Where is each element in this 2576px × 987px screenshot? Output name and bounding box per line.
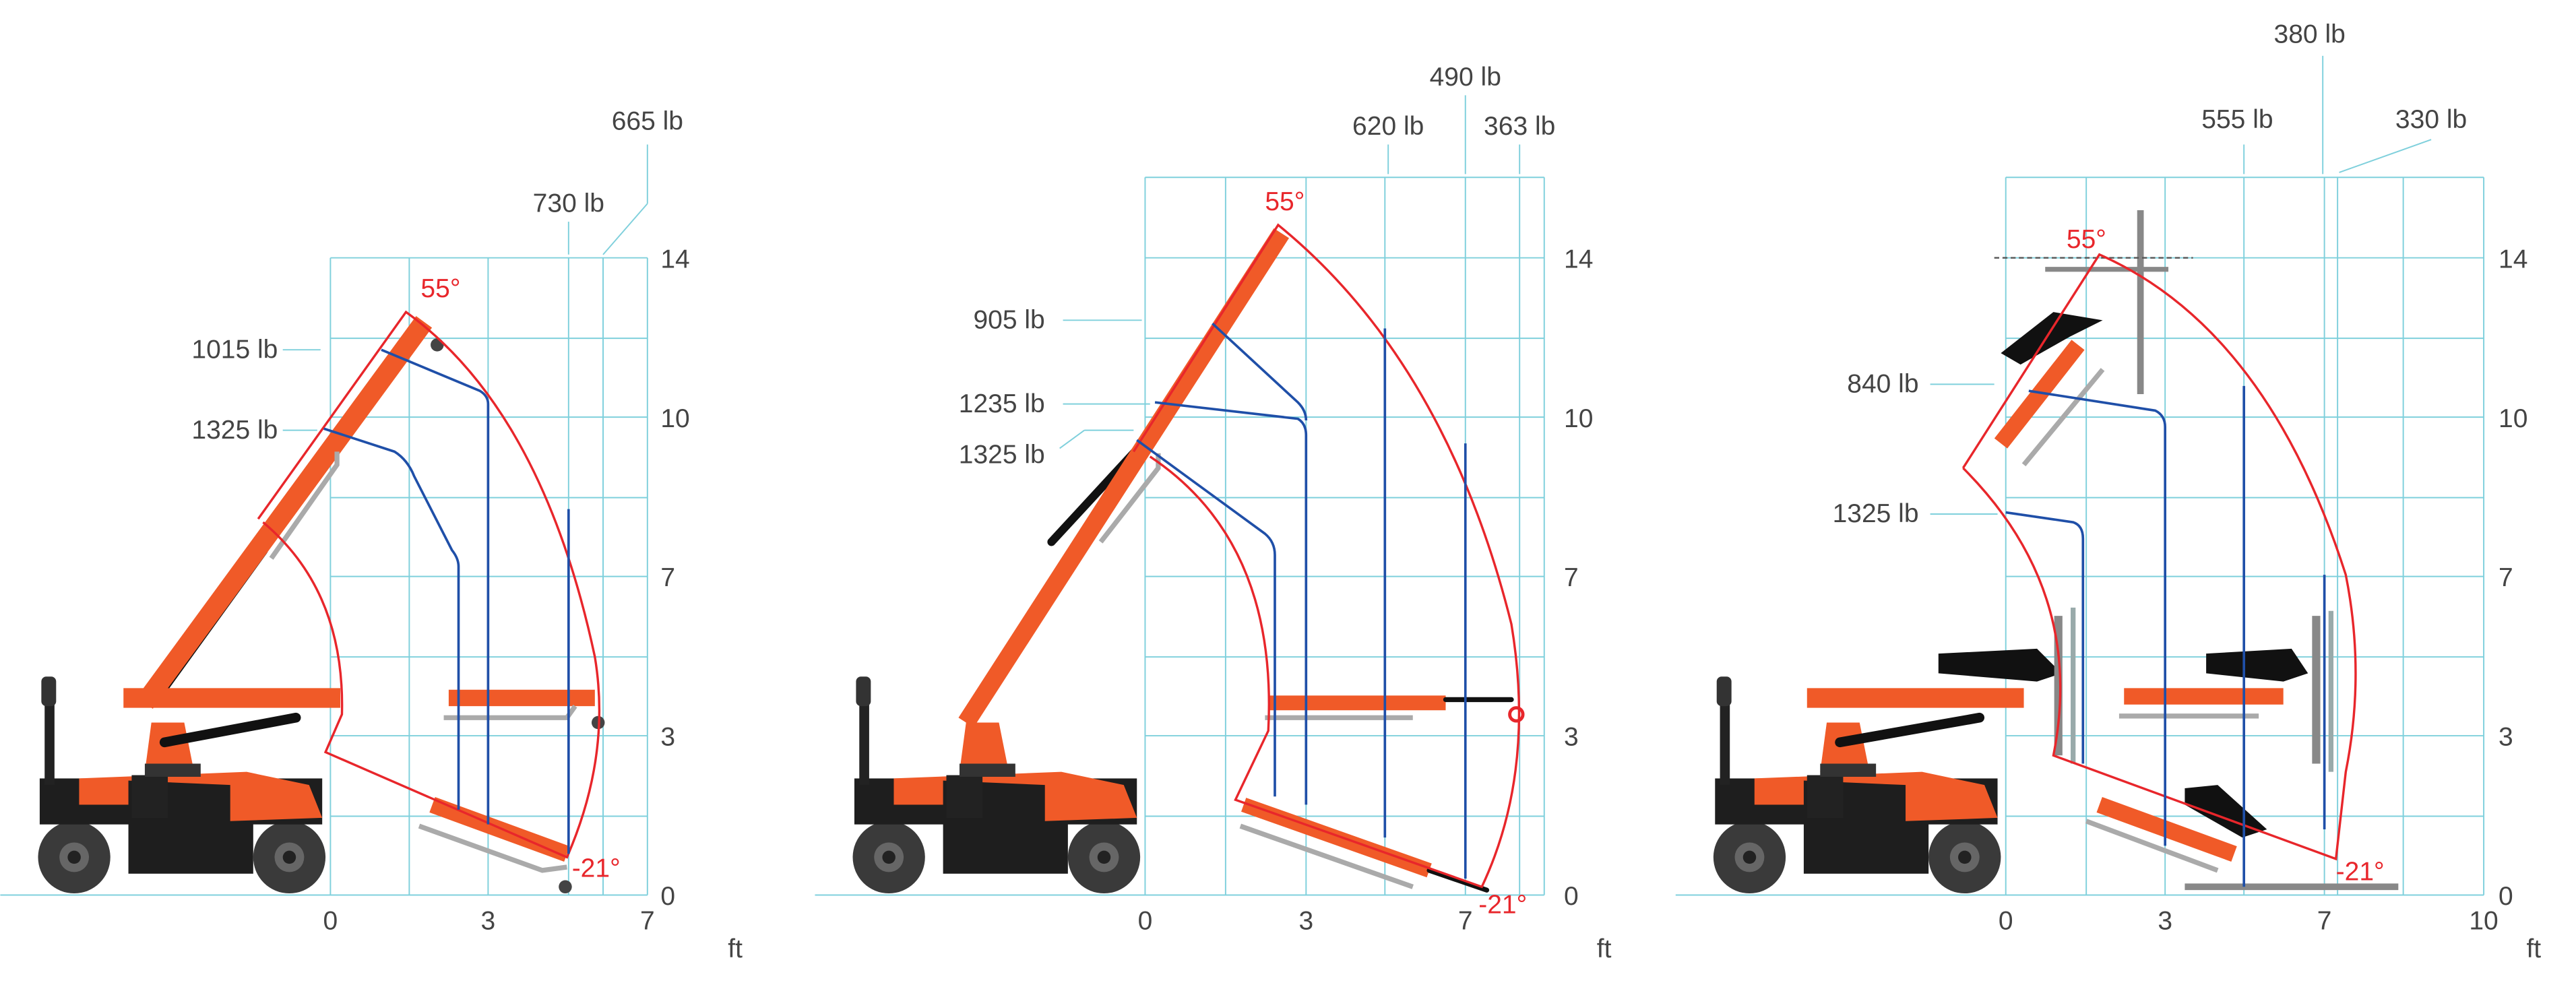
load-label: 730 lb	[533, 189, 604, 218]
load-line-1235	[1154, 401, 1308, 805]
load-label: 620 lb	[1352, 112, 1424, 141]
load-label: 1235 lb	[959, 389, 1045, 418]
load-label: 490 lb	[1430, 63, 1501, 92]
panel-winch: 620 lb 490 lb 363 lb 905 lb 1235 lb 1325…	[815, 63, 1612, 963]
load-label: 363 lb	[1484, 112, 1555, 141]
unit-label: ft	[2526, 934, 2541, 963]
panel-vacuum-lifter: 380 lb 555 lb 330 lb 840 lb 1325 lb 55° …	[1675, 20, 2541, 963]
x-tick: 0	[323, 907, 338, 936]
load-label: 330 lb	[2395, 105, 2467, 134]
load-label: 555 lb	[2201, 105, 2273, 134]
load-line-1015	[381, 348, 490, 825]
y-tick: 7	[2499, 563, 2513, 592]
panel-hook: 665 lb 730 lb 1015 lb 1325 lb 55° -21° 0…	[0, 107, 743, 963]
load-label: 840 lb	[1847, 370, 1918, 399]
max-angle-label: 55°	[2067, 225, 2106, 254]
min-angle-label: -21°	[1478, 890, 1527, 919]
load-label: 665 lb	[612, 107, 683, 136]
reach-envelope	[257, 310, 601, 859]
machine-illustration	[38, 676, 326, 894]
grid	[1675, 177, 2485, 896]
load-line-840	[2028, 389, 2167, 846]
load-label: 905 lb	[973, 306, 1044, 335]
load-line-1325	[2005, 511, 2085, 764]
x-tick: 10	[2469, 907, 2498, 936]
y-tick: 14	[2499, 245, 2527, 274]
machine-illustration	[1713, 676, 2001, 894]
y-tick: 3	[2499, 723, 2513, 752]
load-line-1325	[323, 427, 460, 810]
load-label: 1325 lb	[191, 416, 278, 445]
y-tick: 0	[1564, 882, 1579, 911]
x-tick: 0	[1138, 907, 1153, 936]
unit-label: ft	[728, 934, 743, 963]
x-tick: 7	[2317, 907, 2332, 936]
y-tick: 3	[1564, 723, 1579, 752]
x-tick: 3	[1298, 907, 1313, 936]
load-label: 1015 lb	[191, 335, 278, 364]
machine-illustration	[852, 676, 1141, 894]
y-tick: 14	[1564, 245, 1593, 274]
x-tick: 7	[1458, 907, 1473, 936]
load-label: 1325 lb	[1833, 499, 1919, 528]
y-tick: 3	[660, 723, 675, 752]
y-tick: 7	[660, 563, 675, 592]
y-tick: 14	[660, 245, 689, 274]
unit-label: ft	[1597, 934, 1612, 963]
vacuum-arm	[1938, 648, 2062, 682]
min-angle-label: -21°	[2336, 858, 2385, 887]
x-tick: 3	[481, 907, 496, 936]
reach-envelope	[1961, 253, 2357, 861]
min-angle-label: -21°	[572, 854, 621, 883]
y-tick: 10	[2499, 404, 2527, 433]
load-line-905	[1212, 322, 1308, 421]
y-tick: 0	[660, 882, 675, 911]
load-label: 1325 lb	[959, 440, 1045, 469]
load-line-1325	[1136, 439, 1276, 797]
x-tick: 3	[2158, 907, 2172, 936]
y-tick: 7	[1564, 563, 1579, 592]
boom-illustration	[123, 316, 605, 894]
x-tick: 7	[640, 907, 655, 936]
y-tick: 10	[660, 404, 689, 433]
reach-envelope	[1132, 223, 1521, 889]
max-angle-label: 55°	[1265, 187, 1305, 216]
boom-illustration	[958, 228, 1525, 893]
max-angle-label: 55°	[420, 274, 460, 303]
load-label: 380 lb	[2274, 20, 2346, 49]
boom-illustration	[1807, 210, 2399, 891]
x-tick: 0	[1999, 907, 2013, 936]
y-tick: 0	[2499, 882, 2513, 911]
y-tick: 10	[1564, 404, 1593, 433]
